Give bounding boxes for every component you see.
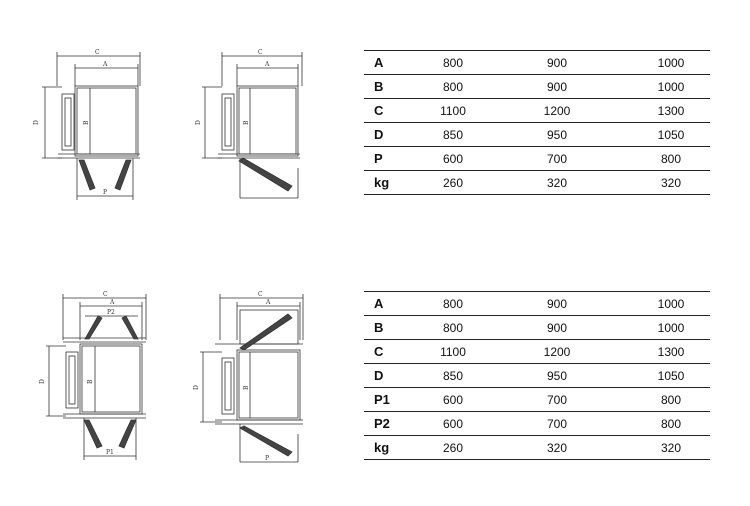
row-label: A <box>364 291 424 316</box>
row-label: A <box>364 50 424 75</box>
dim-label-b: B <box>83 120 90 125</box>
row-label: B <box>364 74 424 99</box>
cell-value: 600 <box>424 387 482 412</box>
dim-label-c: C <box>258 49 263 56</box>
dim-label-d: D <box>193 385 200 390</box>
dim-label-d: D <box>39 379 46 384</box>
table-row: B 800 900 1000 <box>364 315 710 340</box>
row-label: kg <box>364 170 424 195</box>
cell-value: 1100 <box>424 339 482 364</box>
cell-value: 260 <box>424 435 482 460</box>
dim-label-d: D <box>33 120 40 125</box>
row-label: P <box>364 146 424 171</box>
cell-value: 1000 <box>632 291 710 316</box>
cell-value: 1200 <box>482 98 632 123</box>
dim-label-p2: P2 <box>107 309 115 316</box>
cell-value: 320 <box>482 435 632 460</box>
dim-label-a: A <box>264 61 270 68</box>
table-row: D 850 950 1050 <box>364 363 710 388</box>
cell-value: 800 <box>424 50 482 75</box>
cell-value: 1050 <box>632 122 710 147</box>
dim-label-c: C <box>95 49 100 56</box>
table-row: kg 260 320 320 <box>364 170 710 195</box>
cell-value: 1000 <box>632 50 710 75</box>
drawing-cabinet-single-door-bottom <box>202 52 303 199</box>
cell-value: 800 <box>424 315 482 340</box>
table-row: A 800 900 1000 <box>364 291 710 316</box>
cell-value: 1300 <box>632 339 710 364</box>
cell-value: 320 <box>632 435 710 460</box>
cell-value: 850 <box>424 363 482 388</box>
dim-label-a: A <box>265 299 271 306</box>
dim-label-b: B <box>87 379 94 384</box>
dim-label-p: P <box>265 455 269 462</box>
dim-label-p: P <box>103 189 107 196</box>
cell-value: 600 <box>424 146 482 171</box>
spec-table-top: A 800 900 1000 B 800 900 1000 C 1100 120… <box>364 50 710 195</box>
cell-value: 320 <box>482 170 632 195</box>
dim-label-c: C <box>258 291 263 298</box>
row-label: C <box>364 98 424 123</box>
table-row: A 800 900 1000 <box>364 50 710 75</box>
table-row: P2 600 700 800 <box>364 411 710 436</box>
cell-value: 900 <box>482 291 632 316</box>
cell-value: 260 <box>424 170 482 195</box>
cell-value: 1100 <box>424 98 482 123</box>
drawing-cabinet-pass-through-double <box>46 294 147 460</box>
cell-value: 1000 <box>632 315 710 340</box>
dim-label-b: B <box>243 385 250 390</box>
cell-value: 700 <box>482 146 632 171</box>
dim-label-a: A <box>109 299 115 306</box>
row-label: D <box>364 363 424 388</box>
dim-label-a: A <box>102 61 108 68</box>
dim-label-c: C <box>103 291 108 298</box>
drawing-cabinet-double-door-bottom <box>42 52 141 200</box>
cell-value: 600 <box>424 411 482 436</box>
table-row: P1 600 700 800 <box>364 387 710 412</box>
dim-label-b: B <box>243 120 250 125</box>
cell-value: 950 <box>482 363 632 388</box>
drawing-cabinet-pass-through-single <box>200 294 304 463</box>
cell-value: 950 <box>482 122 632 147</box>
dim-label-d: D <box>195 120 202 125</box>
cell-value: 700 <box>482 387 632 412</box>
cell-value: 900 <box>482 50 632 75</box>
row-label: C <box>364 339 424 364</box>
cell-value: 1200 <box>482 339 632 364</box>
row-label: P2 <box>364 411 424 436</box>
cell-value: 1000 <box>632 74 710 99</box>
table-row: P 600 700 800 <box>364 146 710 171</box>
dim-label-p1: P1 <box>106 449 114 456</box>
cell-value: 1300 <box>632 98 710 123</box>
cell-value: 850 <box>424 122 482 147</box>
cell-value: 800 <box>424 74 482 99</box>
cell-value: 800 <box>424 291 482 316</box>
row-label: kg <box>364 435 424 460</box>
cell-value: 320 <box>632 170 710 195</box>
cell-value: 800 <box>632 146 710 171</box>
spec-table-bottom: A 800 900 1000 B 800 900 1000 C 1100 120… <box>364 291 710 460</box>
table-row: B 800 900 1000 <box>364 74 710 99</box>
table-row: C 1100 1200 1300 <box>364 98 710 123</box>
table-row: D 850 950 1050 <box>364 122 710 147</box>
cell-value: 1050 <box>632 363 710 388</box>
row-label: P1 <box>364 387 424 412</box>
cell-value: 800 <box>632 387 710 412</box>
cell-value: 700 <box>482 411 632 436</box>
cell-value: 800 <box>632 411 710 436</box>
table-row: kg 260 320 320 <box>364 435 710 460</box>
row-label: D <box>364 122 424 147</box>
cell-value: 900 <box>482 315 632 340</box>
row-label: B <box>364 315 424 340</box>
table-row: C 1100 1200 1300 <box>364 339 710 364</box>
cell-value: 900 <box>482 74 632 99</box>
